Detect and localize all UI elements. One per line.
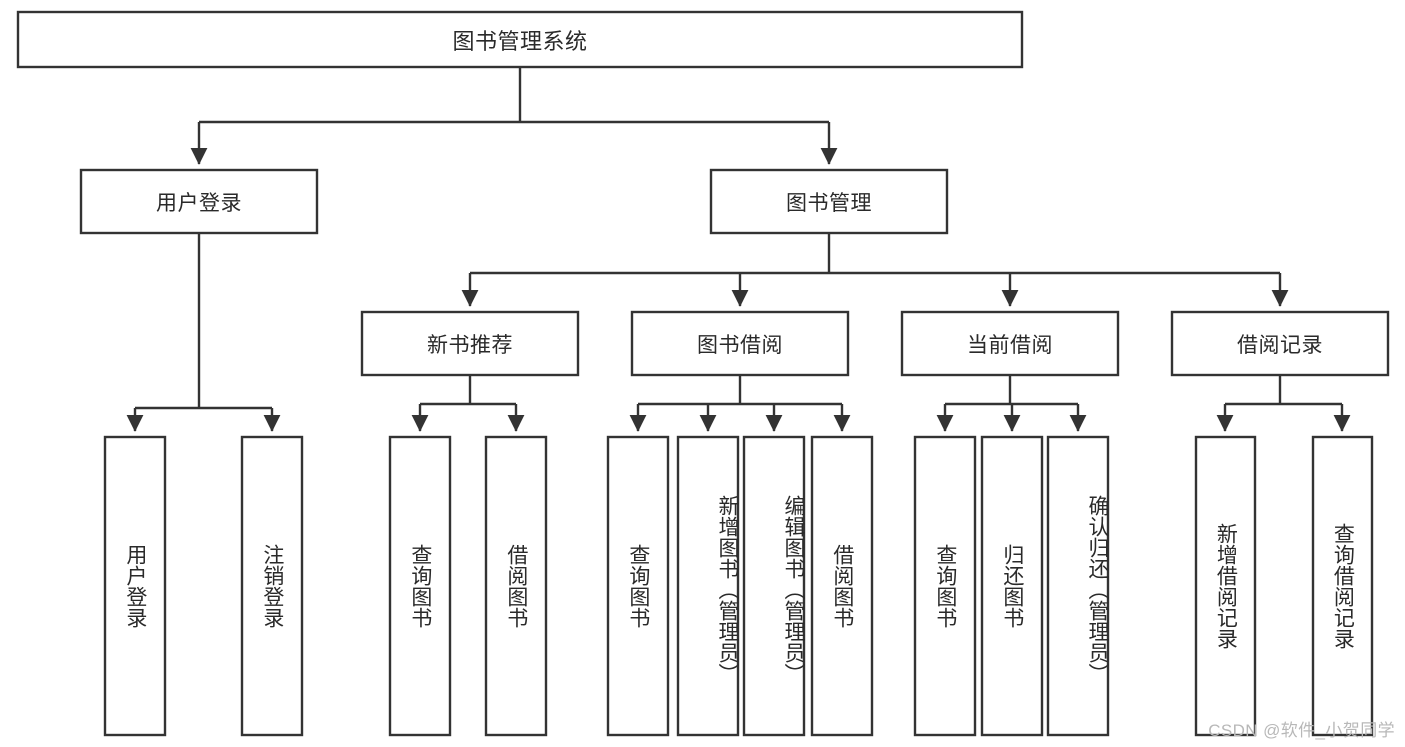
- leaf-box-user-login-1[interactable]: [240, 435, 304, 737]
- leaf-box-new-book-1[interactable]: [484, 435, 548, 737]
- node-borrow-record-box[interactable]: [1170, 310, 1390, 377]
- connector-borrow-record-to-leaves: [1216, 375, 1351, 432]
- connector-user-login-to-leaves: [126, 233, 281, 432]
- node-book-management-box[interactable]: [709, 168, 949, 235]
- leaf-box-current-borrow-0[interactable]: [913, 435, 977, 737]
- node-root-box[interactable]: [16, 10, 1024, 69]
- leaf-box-new-book-0[interactable]: [388, 435, 452, 737]
- connector-new-book-to-leaves: [411, 375, 525, 432]
- leaf-box-book-borrow-1[interactable]: [676, 435, 740, 737]
- node-new-book-recommend-box[interactable]: [360, 310, 580, 377]
- node-current-borrow-box[interactable]: [900, 310, 1120, 377]
- leaf-box-borrow-record-0[interactable]: [1194, 435, 1257, 737]
- connector-root-to-level2: [190, 67, 838, 165]
- leaf-box-user-login-0[interactable]: [103, 435, 167, 737]
- node-user-login-box[interactable]: [79, 168, 319, 235]
- leaf-box-book-borrow-2[interactable]: [742, 435, 806, 737]
- leaf-box-current-borrow-1[interactable]: [980, 435, 1044, 737]
- leaf-box-book-borrow-0[interactable]: [606, 435, 670, 737]
- leaf-box-current-borrow-2[interactable]: [1046, 435, 1110, 737]
- node-book-borrow-box[interactable]: [630, 310, 850, 377]
- connector-book-mgmt-to-level3: [461, 233, 1289, 307]
- leaf-box-borrow-record-1[interactable]: [1311, 435, 1374, 737]
- leaf-box-book-borrow-3[interactable]: [810, 435, 874, 737]
- connector-book-borrow-to-leaves: [629, 375, 851, 432]
- connector-current-borrow-to-leaves: [936, 375, 1087, 432]
